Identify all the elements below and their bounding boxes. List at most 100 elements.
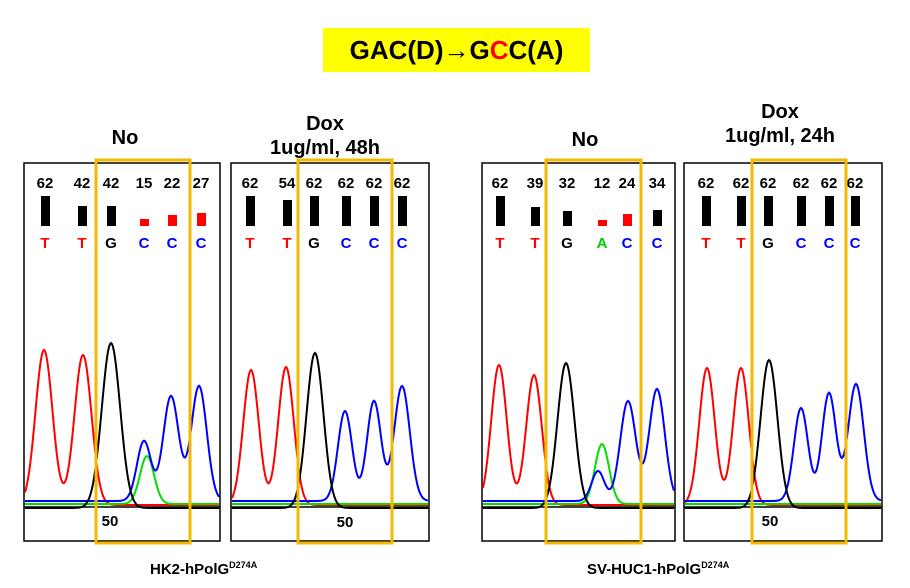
qv-bar — [737, 196, 746, 226]
qv-bar — [168, 215, 177, 226]
qv-bar — [702, 196, 711, 226]
qv-label: 62 — [366, 175, 383, 192]
base-call-label: T — [495, 235, 504, 252]
panel-4-header-line2: 1ug/ml, 24h — [724, 125, 836, 147]
qv-bar — [310, 196, 319, 226]
qv-label: 15 — [136, 175, 153, 192]
base-call-label: C — [622, 235, 633, 252]
group-1-label-superscript: D274A — [229, 560, 258, 570]
base-call-label: T — [77, 235, 86, 252]
mutation-title: GAC(D) → G C C(A) — [323, 28, 590, 72]
base-call-label: C — [652, 235, 663, 252]
base-call-label: T — [282, 235, 291, 252]
qv-bar — [370, 196, 379, 226]
base-call-label: C — [824, 235, 835, 252]
panel-4-highlight-box — [750, 158, 848, 545]
panel-2-frame — [230, 162, 430, 542]
panel-1-header-line1: No — [111, 127, 139, 149]
base-call-label: T — [530, 235, 539, 252]
panel-3-header-line1: No — [571, 129, 599, 151]
panel-2-header-line1: Dox — [306, 113, 344, 135]
qv-bar — [764, 196, 773, 226]
panel-1-trace-G — [25, 341, 219, 509]
panel-4-header: Dox 1ug/ml, 24h — [700, 100, 860, 148]
qv-bar — [283, 200, 292, 226]
panel-2-header-line2: 1ug/ml, 48h — [269, 137, 381, 159]
panel-4-trace-C — [685, 382, 882, 502]
group-2-label-superscript: D274A — [701, 560, 730, 570]
position-label: 50 — [762, 513, 779, 530]
panel-3-trace-C — [483, 387, 675, 502]
qv-label: 24 — [619, 175, 636, 192]
panel-3-frame — [481, 162, 676, 542]
base-call-label: A — [597, 235, 608, 252]
panel-3-trace-G — [483, 361, 674, 509]
qv-bar — [107, 206, 116, 226]
base-call-label: T — [701, 235, 710, 252]
panel-2-highlight-box — [296, 158, 394, 545]
base-call-label: G — [561, 235, 573, 252]
qv-label: 32 — [559, 175, 576, 192]
qv-bar — [598, 220, 607, 226]
group-2-label-text: SV-HUC1-hPolG — [587, 561, 702, 578]
panel-1-trace-C — [25, 384, 220, 502]
panel-3-highlight-box — [544, 158, 643, 545]
position-label: 50 — [337, 514, 354, 531]
qv-bar — [78, 206, 87, 226]
base-call-label: C — [167, 235, 178, 252]
panel-4-frame — [683, 162, 883, 542]
qv-bar — [797, 196, 806, 226]
qv-label: 62 — [847, 175, 864, 192]
qv-bar — [496, 196, 505, 226]
qv-label: 34 — [649, 175, 666, 192]
title-suffix: C(A) — [508, 34, 564, 65]
base-call-label: C — [369, 235, 380, 252]
qv-bar — [197, 213, 206, 226]
base-call-label: T — [736, 235, 745, 252]
base-call-label: C — [796, 235, 807, 252]
qv-label: 62 — [760, 175, 777, 192]
group-1-label: HK2-hPolGD274A — [150, 560, 257, 578]
base-call-label: T — [245, 235, 254, 252]
base-call-label: C — [341, 235, 352, 252]
position-label: 50 — [102, 513, 119, 530]
panel-1-highlight-box — [94, 158, 192, 545]
qv-label: 62 — [37, 175, 54, 192]
qv-label: 42 — [103, 175, 120, 192]
qv-bar — [563, 211, 572, 226]
base-call-label: C — [850, 235, 861, 252]
panel-4-trace-T — [684, 366, 881, 506]
qv-bar — [653, 210, 662, 226]
panel-4-trace-G — [685, 358, 881, 509]
qv-label: 42 — [74, 175, 91, 192]
base-call-label: G — [762, 235, 774, 252]
qv-label: 62 — [821, 175, 838, 192]
qv-label: 62 — [492, 175, 509, 192]
qv-bar — [531, 207, 540, 226]
panel-2-trace-C — [232, 384, 429, 502]
base-call-label: T — [40, 235, 49, 252]
qv-bar — [851, 196, 860, 226]
qv-label: 39 — [527, 175, 544, 192]
title-mutant-base: C — [489, 34, 509, 65]
panel-4-header-line1: Dox — [761, 101, 799, 123]
qv-bar — [246, 196, 255, 226]
qv-label: 62 — [793, 175, 810, 192]
qv-bar — [140, 219, 149, 226]
panel-3-trace-T — [482, 363, 674, 506]
qv-bar — [342, 196, 351, 226]
base-call-label: C — [196, 235, 207, 252]
base-call-label: G — [105, 235, 117, 252]
qv-label: 62 — [338, 175, 355, 192]
panel-1-trace-A — [25, 454, 219, 505]
qv-label: 62 — [394, 175, 411, 192]
arrow-icon: → — [443, 34, 470, 65]
panel-2-header: Dox 1ug/ml, 48h — [245, 112, 405, 160]
base-call-label: C — [397, 235, 408, 252]
qv-bar — [398, 196, 407, 226]
